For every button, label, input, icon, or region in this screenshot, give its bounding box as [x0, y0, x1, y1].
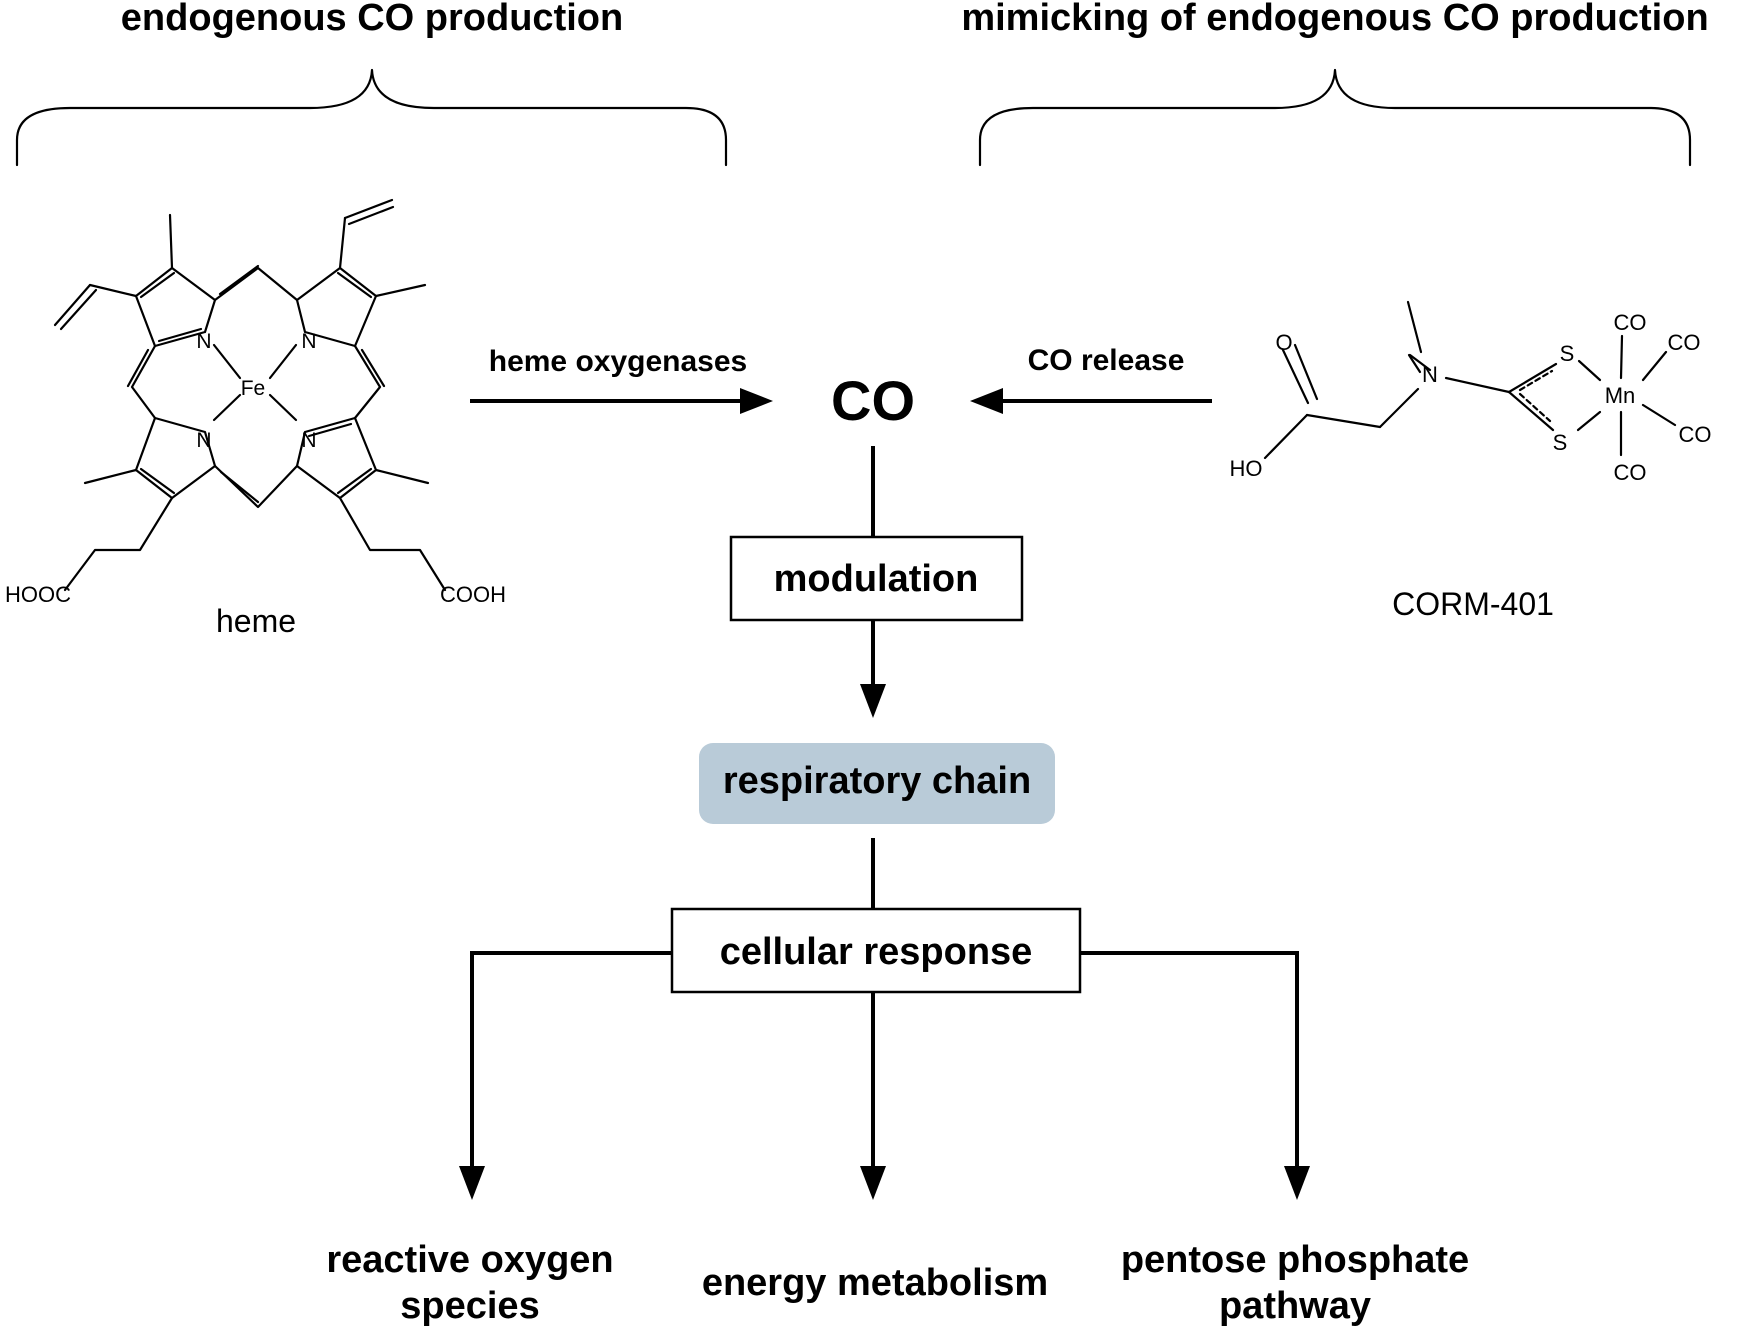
heme-atom-n4: N [301, 429, 316, 452]
label-co-release: CO release [1028, 344, 1185, 377]
heme-atom-n1: N [196, 330, 211, 353]
corm-atom-o: O [1275, 330, 1292, 355]
corm-co-right: CO [1679, 422, 1712, 447]
branch-energy-head [860, 1166, 886, 1200]
header-mimicking: mimicking of endogenous CO production [961, 0, 1708, 39]
corm-co-bottom: CO [1614, 460, 1647, 485]
co-label: CO [831, 369, 915, 432]
modulation-label: modulation [774, 558, 979, 600]
arrow-heme-oxygenases-head [740, 388, 773, 414]
output-energy: energy metabolism [702, 1262, 1048, 1304]
branch-ppp-head [1284, 1166, 1310, 1200]
box-cellular-response [670, 907, 1082, 994]
corm-atom-ho: HO [1230, 456, 1263, 481]
output-ppp-line2: pathway [1219, 1285, 1371, 1327]
output-ros-line2: species [400, 1285, 539, 1327]
output-ros-line1: reactive oxygen [326, 1239, 613, 1281]
heme-atom-n3: N [196, 429, 211, 452]
branch-ros [470, 951, 672, 1172]
output-ppp-line1: pentose phosphate [1121, 1239, 1469, 1281]
brace-left [15, 68, 728, 167]
corm-co-upper-right: CO [1668, 330, 1701, 355]
corm-label: CORM-401 [1392, 586, 1554, 622]
cellular-response-label: cellular response [720, 931, 1033, 973]
arrow-co-release-head [970, 388, 1003, 414]
corm-atom-s2: S [1553, 430, 1568, 455]
branch-ppp [1080, 951, 1299, 1172]
corm-atom-mn: Mn [1605, 383, 1636, 408]
heme-cooh: COOH [440, 582, 506, 607]
branch-ros-head [459, 1166, 485, 1200]
box-modulation [729, 535, 1024, 622]
corm-co-top: CO [1614, 310, 1647, 335]
respiratory-chain-label: respiratory chain [723, 760, 1031, 802]
brace-right [978, 68, 1692, 167]
corm-401-structure: O HO N S S Mn CO CO CO CO CORM-401 [1230, 300, 1712, 622]
box-respiratory-chain [699, 743, 1055, 824]
header-endogenous: endogenous CO production [121, 0, 623, 39]
heme-atom-n2: N [301, 330, 316, 353]
heme-structure: N N N N Fe HOOC COOH heme [5, 198, 506, 639]
heme-hooc: HOOC [5, 582, 71, 607]
arrow-modulation-head [860, 684, 886, 718]
heme-label: heme [216, 603, 296, 639]
label-heme-oxygenases: heme oxygenases [489, 345, 747, 378]
corm-atom-n: N [1422, 362, 1438, 387]
corm-atom-s1: S [1560, 341, 1575, 366]
heme-atom-fe: Fe [241, 377, 266, 400]
